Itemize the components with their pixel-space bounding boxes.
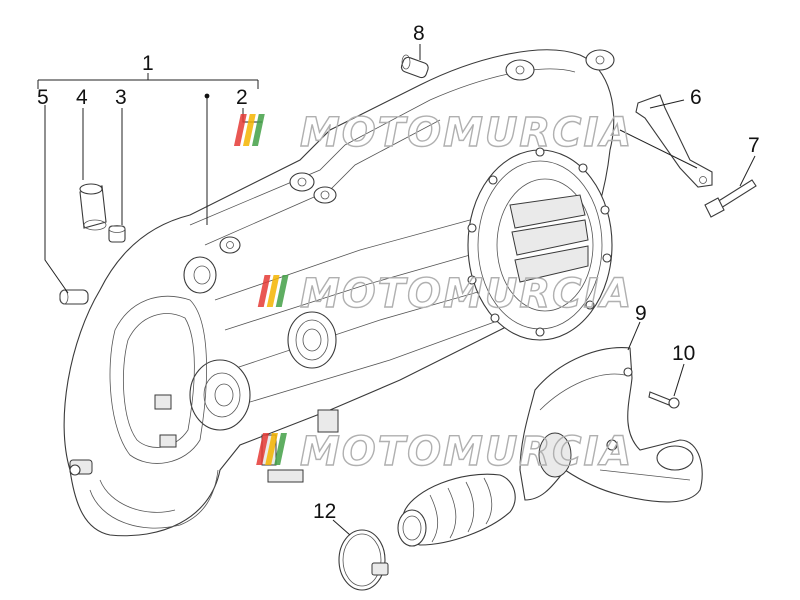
intake-bellows: [397, 473, 516, 547]
upper-boss: [183, 256, 217, 294]
callout-4: 4: [76, 86, 88, 109]
callout-1: 1: [142, 52, 154, 75]
watermark-text: MOTOMURCIA: [300, 429, 633, 475]
bolt-part-7: [704, 179, 757, 218]
screw-part-10: [648, 391, 680, 409]
watermark-logo: MOTOMURCIA: [257, 270, 633, 318]
watermark-text: MOTOMURCIA: [300, 271, 633, 317]
callout-5: 5: [37, 86, 49, 109]
dowel-pin-part-8: [400, 54, 429, 79]
hose-clamp-part-12: [338, 529, 389, 591]
callout-3: 3: [115, 86, 127, 109]
mounting-boss: [313, 186, 337, 204]
air-duct-part-9: [519, 347, 703, 503]
leader-lines: [37, 44, 756, 536]
callout-10: 10: [672, 342, 695, 365]
bearing-boss: [189, 359, 251, 431]
callout-9: 9: [635, 302, 647, 325]
bracket-part-6: [635, 94, 713, 188]
callout-12: 12: [313, 500, 336, 523]
oil-plug-round: [287, 311, 337, 369]
callout-7: 7: [748, 134, 760, 157]
callout-6: 6: [690, 86, 702, 109]
watermark-logo: MOTOMURCIA: [256, 428, 633, 476]
dowel-pin-part-5: [59, 289, 89, 305]
watermark-logo: MOTOMURCIA: [233, 109, 633, 157]
mounting-boss: [219, 236, 241, 254]
callout-dot: [204, 93, 210, 99]
watermark-text: MOTOMURCIA: [300, 110, 633, 156]
variator-cover-round: [467, 147, 613, 341]
mounting-boss: [289, 172, 315, 192]
callout-2: 2: [236, 86, 248, 109]
mounting-boss: [505, 59, 535, 81]
spacer-part-3: [108, 225, 126, 243]
mounting-boss: [585, 49, 615, 71]
callout-8: 8: [413, 22, 425, 45]
bushing-part-4: [79, 183, 107, 231]
crankcase-cover: [63, 49, 615, 537]
